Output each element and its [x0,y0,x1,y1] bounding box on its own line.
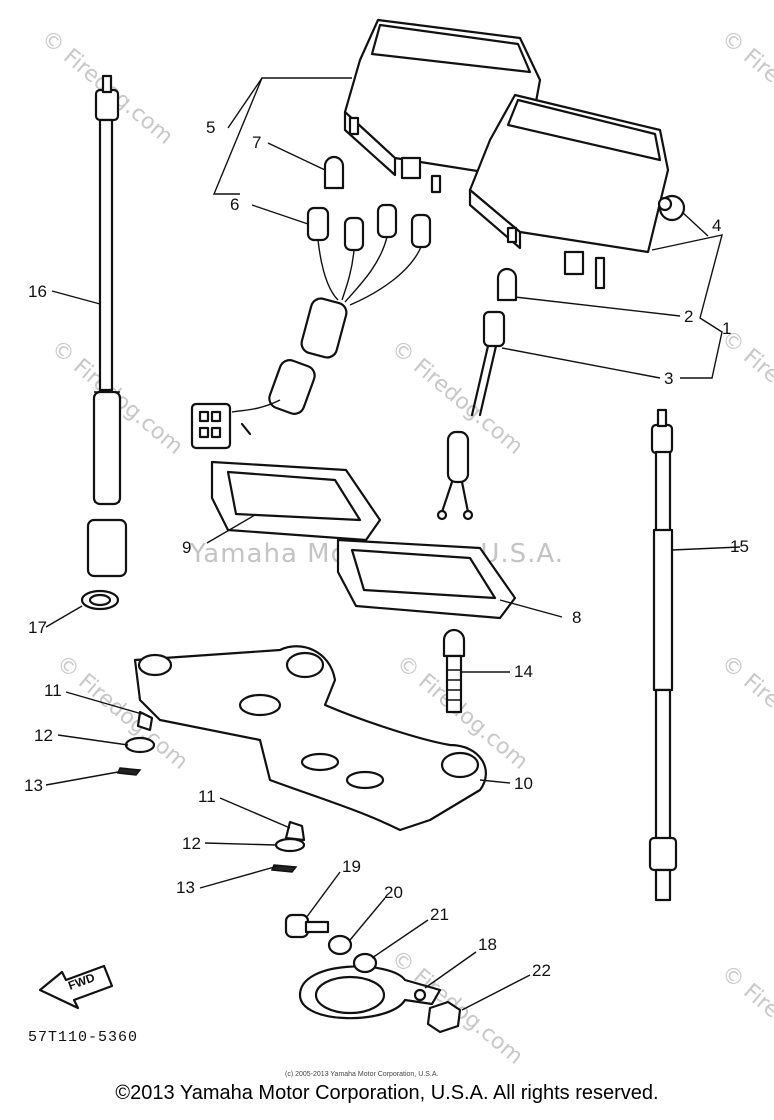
handlebar-clamp [284,913,462,1034]
tachometer-assembly [468,93,686,290]
tach-bulb-socket [436,267,518,521]
copyright-notice: ©2013 Yamaha Motor Corporation, U.S.A. A… [115,1082,659,1104]
callout-1: 1 [722,319,731,338]
callout-13-top: 13 [24,776,43,795]
small-credit: (c) 2005-2013 Yamaha Motor Corporation, … [285,1071,438,1078]
callout-20: 20 [384,883,403,902]
gasket-group [210,460,517,620]
callout-5: 5 [206,118,215,137]
watermark-firedog: © Firedog.com [716,325,774,449]
callout-10: 10 [514,774,533,793]
callout-12-bottom: 12 [182,834,201,853]
callout-19: 19 [342,857,361,876]
callout-14: 14 [514,662,533,681]
fwd-arrow: FWD [38,964,114,1010]
callout-17: 17 [28,618,47,637]
callout-6: 6 [230,195,239,214]
mounting-hardware [116,710,306,873]
cable-15 [648,408,678,902]
leader-lines [45,77,741,1011]
parts-diagram: © Firedog.com © Firedog.com © Firedog.co… [24,15,774,1080]
callout-11-top: 11 [44,681,62,700]
callout-16: 16 [28,282,47,301]
callout-7: 7 [252,133,261,152]
callout-8: 8 [572,608,581,627]
callout-12-top: 12 [34,726,53,745]
callout-4: 4 [712,216,721,235]
callout-15: 15 [730,537,749,556]
callout-labels: 5 7 6 4 2 1 3 16 17 9 8 14 15 10 11 12 1… [24,118,749,980]
watermark-firedog: © Firedog.com [716,650,774,774]
callout-9: 9 [182,538,191,557]
callout-21: 21 [430,905,449,924]
bolt-14 [442,628,466,714]
callout-22: 22 [532,961,551,980]
diagram-code: 57T110-5360 [28,1029,138,1046]
meter-bracket [133,645,487,832]
watermark-firedog: © Firedog.com [716,25,774,149]
callout-2: 2 [684,307,693,326]
callout-13-bottom: 13 [176,878,195,897]
watermark-firedog: © Firedog.com [716,960,774,1080]
cable-16 [80,74,128,611]
callout-18: 18 [478,935,497,954]
callout-3: 3 [664,369,673,388]
harness-group [190,155,432,450]
callout-11-bottom: 11 [198,787,216,806]
